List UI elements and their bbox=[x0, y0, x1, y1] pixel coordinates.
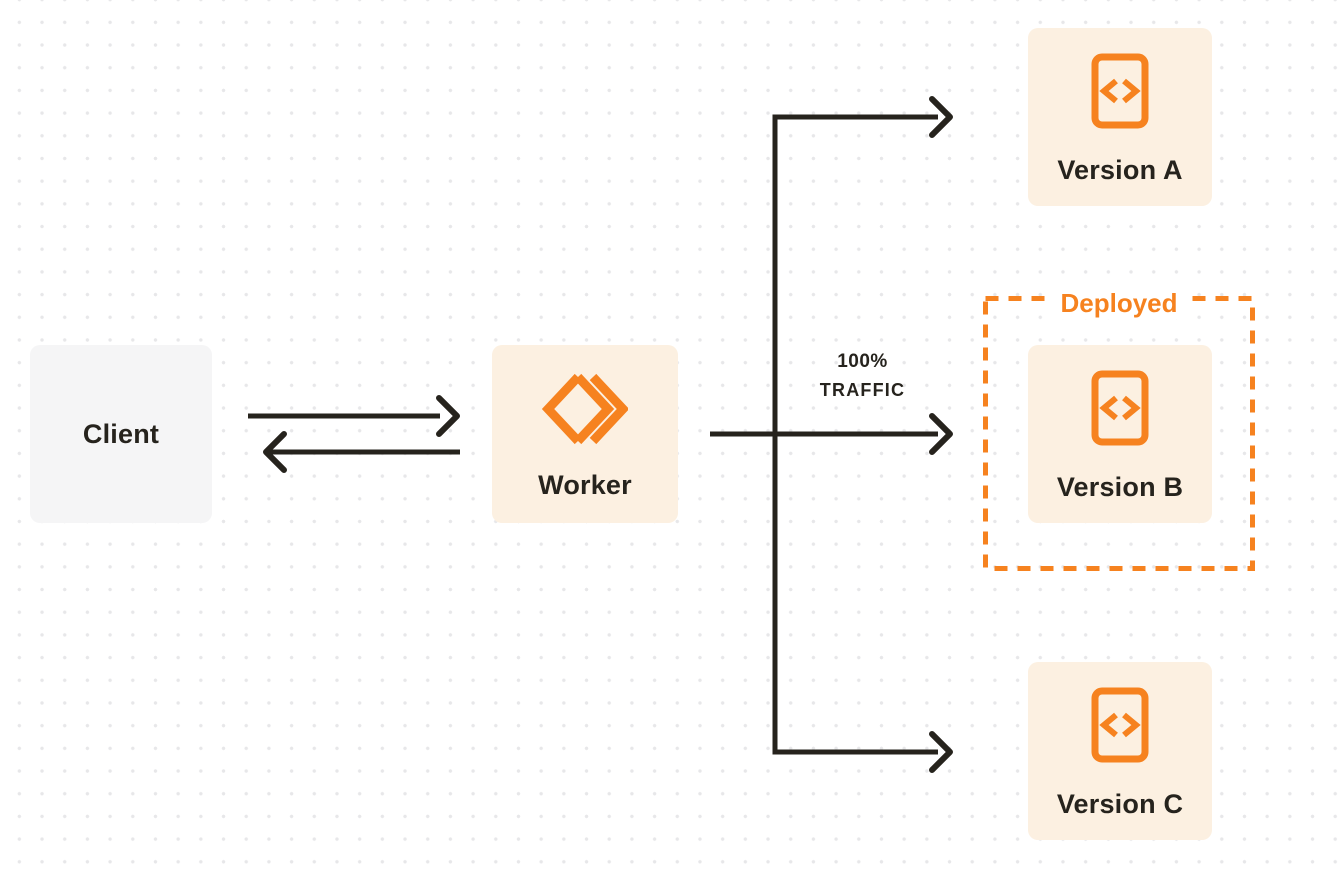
worker-label: Worker bbox=[538, 470, 632, 500]
worker-fanout-lines bbox=[710, 114, 938, 755]
arrowhead-version-b-icon bbox=[929, 413, 953, 455]
version-b-label: Version B bbox=[1056, 472, 1184, 502]
code-file-icon bbox=[1091, 370, 1149, 446]
worker-node: Worker bbox=[492, 345, 678, 523]
workers-logo-icon bbox=[542, 373, 628, 445]
version-a-label: Version A bbox=[1057, 155, 1183, 185]
arrowhead-right-icon bbox=[436, 395, 460, 437]
code-file-icon bbox=[1091, 687, 1149, 763]
traffic-word: TRAFFIC bbox=[819, 380, 906, 400]
arrowhead-version-c-icon bbox=[929, 731, 953, 773]
code-file-icon bbox=[1091, 53, 1149, 129]
client-label: Client bbox=[82, 419, 160, 449]
version-b-node: Version B bbox=[1028, 345, 1212, 523]
arrowhead-version-a-icon bbox=[929, 96, 953, 138]
traffic-percent: 100% bbox=[837, 351, 888, 372]
arrowhead-left-icon bbox=[263, 431, 287, 473]
deployed-label: Deployed bbox=[985, 287, 1253, 319]
traffic-label: 100% TRAFFIC bbox=[780, 349, 945, 405]
version-a-node: Version A bbox=[1028, 28, 1212, 206]
client-node: Client bbox=[30, 345, 212, 523]
version-c-node: Version C bbox=[1028, 662, 1212, 840]
version-c-label: Version C bbox=[1056, 789, 1184, 819]
